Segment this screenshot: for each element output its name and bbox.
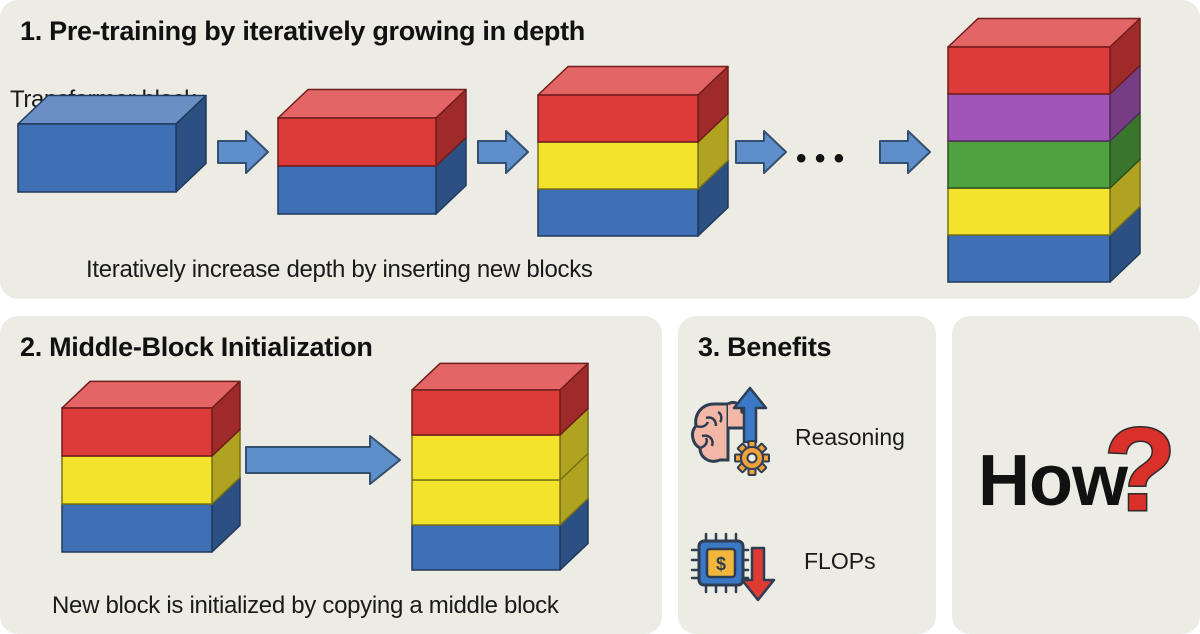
section2-diagram: [61, 362, 589, 571]
transformer-block-blue: [17, 94, 207, 193]
section1-title: 1. Pre-training by iteratively growing i…: [20, 16, 585, 46]
growth-arrow-2: [477, 130, 529, 174]
brain-icon: [691, 400, 749, 463]
ellipsis: • • •: [796, 142, 844, 175]
growth-arrow-4: [879, 130, 931, 174]
reasoning-icon-group: [691, 386, 770, 476]
arrow-down-icon: [740, 546, 776, 602]
after-stack: [411, 362, 589, 571]
section2-title: 2. Middle-Block Initialization: [20, 332, 373, 362]
chip-dollar-symbol: $: [716, 554, 726, 574]
stage3-stack: [537, 65, 729, 237]
how-label: How: [978, 441, 1128, 521]
flops-label: FLOPs: [804, 548, 876, 574]
gear-icon: [734, 440, 770, 476]
question-mark: ?: [1104, 404, 1176, 536]
section1-caption: Iteratively increase depth by inserting …: [86, 256, 593, 283]
panel-how: [952, 316, 1200, 634]
section1-diagram: • • •: [17, 17, 1141, 283]
growth-arrow-1: [217, 130, 269, 174]
growth-arrow-3: [735, 130, 787, 174]
transformer-block-red: [411, 362, 589, 436]
stage2-stack: [277, 88, 467, 215]
reasoning-label: Reasoning: [795, 424, 905, 450]
chip-icon: $: [690, 532, 750, 594]
stage-final-stack: [947, 17, 1141, 283]
transformer-block-red: [537, 65, 729, 143]
stage1-stack: [17, 94, 207, 193]
transformer-block-red: [277, 88, 467, 167]
section2-caption: New block is initialized by copying a mi…: [52, 592, 559, 619]
transformer-block-red: [61, 380, 241, 457]
section3-title: 3. Benefits: [698, 332, 832, 362]
before-stack: [61, 380, 241, 553]
flops-icon-group: $: [690, 532, 776, 602]
copy-arrow: [245, 435, 401, 485]
transformer-block-red: [947, 17, 1141, 95]
question-mark-icon: ?: [1103, 403, 1178, 538]
